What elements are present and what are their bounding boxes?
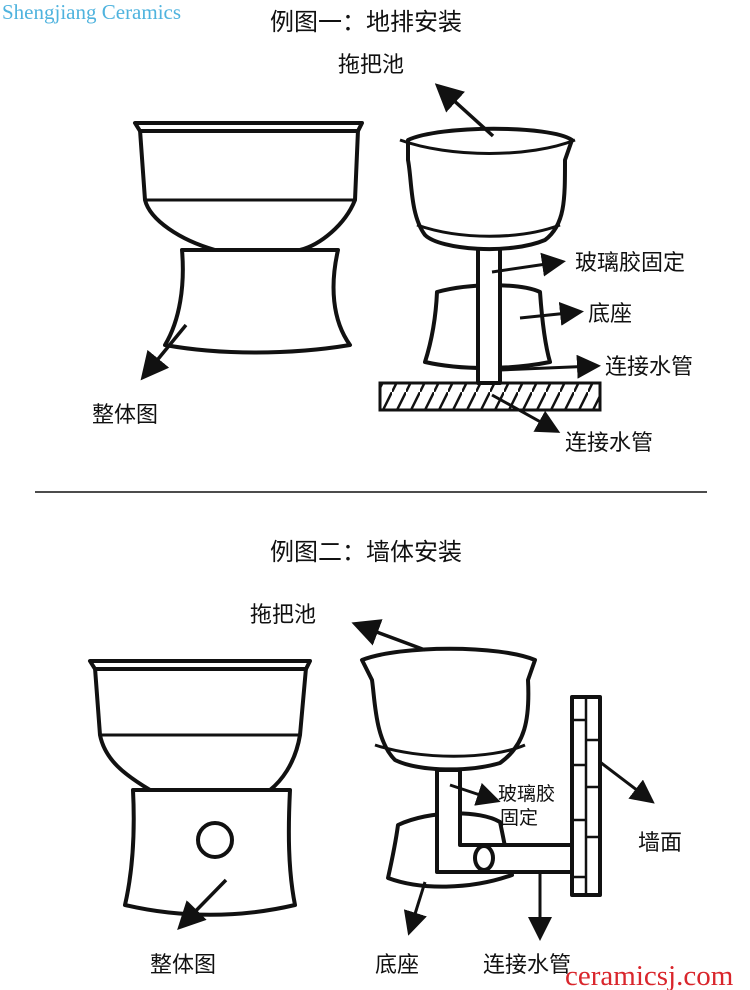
label-wall: 墙面 bbox=[638, 831, 682, 856]
label-base-2: 底座 bbox=[375, 953, 419, 978]
label-water-pipe-2: 连接水管 bbox=[483, 953, 571, 978]
installed-mop-sink bbox=[378, 126, 602, 412]
label-mop-sink: 拖把池 bbox=[338, 53, 404, 78]
whole-view-vessel bbox=[133, 121, 364, 355]
whole-view-vessel-2 bbox=[88, 659, 312, 917]
example-1-title: 例图一：地排安装 bbox=[270, 8, 462, 36]
label-glass-glue-2a: 玻璃胶 bbox=[498, 783, 555, 805]
wall bbox=[570, 695, 602, 897]
label-water-pipe-floor: 连接水管 bbox=[565, 431, 653, 456]
label-water-pipe: 连接水管 bbox=[605, 355, 693, 380]
label-glass-glue-2b: 固定 bbox=[500, 807, 538, 829]
label-mop-sink-2: 拖把池 bbox=[250, 603, 316, 628]
example-2-wall-mount: 例图二：墙体安装 拖把池 整体图 玻 bbox=[88, 538, 682, 978]
brand-watermark: Shengjiang Ceramics bbox=[2, 0, 181, 24]
label-glass-glue: 玻璃胶固定 bbox=[575, 251, 685, 276]
label-whole-view: 整体图 bbox=[92, 403, 158, 428]
example-1-floor-drain: 例图一：地排安装 拖把池 整体图 玻璃胶固定 底座 连接水管 连接水管 bbox=[92, 8, 693, 456]
site-watermark: ceramicsj.com bbox=[565, 960, 734, 990]
example-2-title: 例图二：墙体安装 bbox=[270, 538, 462, 566]
wall-mounted-mop-sink bbox=[360, 646, 602, 897]
label-base: 底座 bbox=[588, 302, 632, 327]
label-whole-view-2: 整体图 bbox=[150, 953, 216, 978]
